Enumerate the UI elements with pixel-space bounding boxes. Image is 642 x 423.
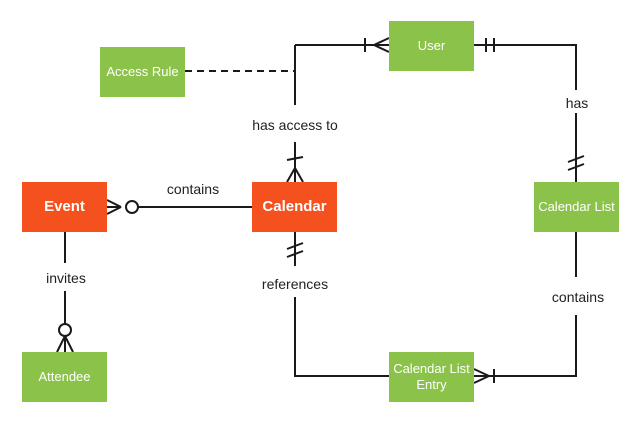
entity-calendar-list-entry: Calendar List Entry xyxy=(389,352,474,402)
entity-user: User xyxy=(389,21,474,71)
entity-label: Calendar List Entry xyxy=(393,360,470,392)
relationship-label-contains-events: contains xyxy=(163,181,223,197)
entity-label: Access Rule xyxy=(106,63,179,79)
connector-contains-events xyxy=(106,199,252,215)
double-bar-icon xyxy=(286,242,304,258)
one-bar-icon xyxy=(286,156,304,161)
double-bar-icon xyxy=(567,155,585,171)
connector-has-access-to xyxy=(286,37,390,183)
entity-label: Attendee xyxy=(38,368,91,384)
relationship-label-references: references xyxy=(258,276,332,292)
connector-references xyxy=(286,232,389,377)
relationship-label-has: has xyxy=(562,95,592,111)
entity-label: Calendar List xyxy=(538,198,615,214)
connector-contains-entries xyxy=(473,232,577,384)
crow-foot-icon xyxy=(56,335,74,353)
crow-foot-icon xyxy=(286,167,304,183)
crow-foot-icon xyxy=(473,368,490,384)
entity-label: Calendar xyxy=(262,197,327,215)
entity-access-rule: Access Rule xyxy=(100,47,185,97)
entity-calendar: Calendar xyxy=(252,182,337,232)
entity-label: Event xyxy=(44,197,85,215)
entity-label: User xyxy=(417,37,446,53)
zero-circle-icon xyxy=(58,323,72,337)
crow-foot-icon xyxy=(373,37,390,53)
entity-event: Event xyxy=(22,182,107,232)
connector-invites xyxy=(56,232,74,353)
entity-attendee: Attendee xyxy=(22,352,107,402)
entity-calendar-list: Calendar List xyxy=(534,182,619,232)
relationship-label-contains-entries: contains xyxy=(548,289,608,305)
connector-has xyxy=(474,38,585,182)
double-bar-icon xyxy=(485,38,495,52)
crow-foot-icon xyxy=(106,199,122,215)
relationship-label-has-access-to: has access to xyxy=(249,117,341,133)
zero-circle-icon xyxy=(125,200,139,214)
relationship-label-invites: invites xyxy=(43,270,89,286)
